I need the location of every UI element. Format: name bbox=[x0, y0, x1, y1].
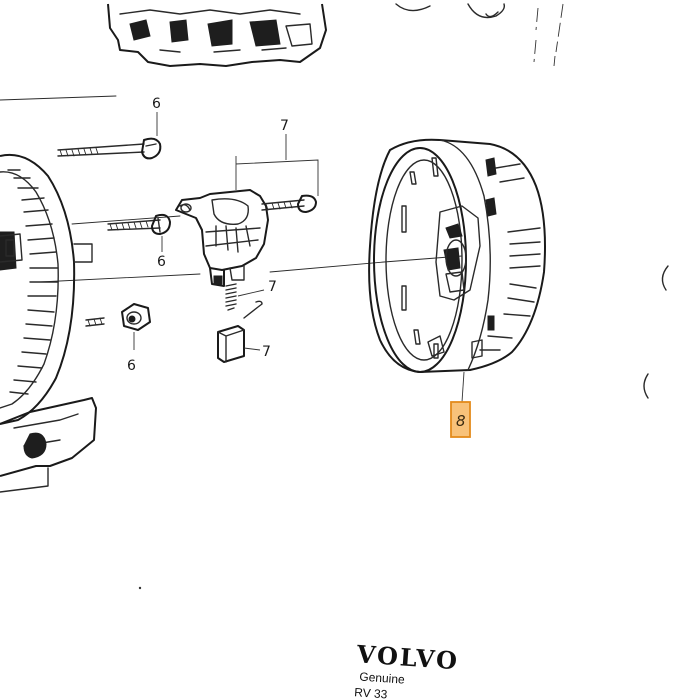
genuine-text: Genuine bbox=[359, 670, 406, 687]
top-rectifier-fragment bbox=[107, 3, 506, 67]
volvo-label: VOLVO Genuine RV 33 bbox=[354, 639, 460, 700]
brush-spring bbox=[225, 283, 237, 311]
callout-nut: 6 bbox=[127, 358, 136, 374]
bolt-lower bbox=[85, 317, 105, 327]
nut bbox=[121, 303, 151, 331]
callout-cover-highlight: 8 bbox=[456, 412, 466, 430]
edge-arc-lower bbox=[643, 373, 649, 399]
print-dot bbox=[138, 586, 142, 590]
bracket-regulator bbox=[235, 134, 319, 196]
regulator-screw bbox=[261, 194, 317, 213]
brand-logo-text: VOLVO bbox=[355, 639, 460, 675]
leader-cover bbox=[461, 371, 465, 403]
part-code-text: RV 33 bbox=[354, 685, 388, 700]
leader-spring bbox=[237, 289, 265, 297]
alternator-body-left bbox=[0, 154, 97, 493]
callout-bolt-top: 6 bbox=[152, 96, 161, 112]
callout-spring: 7 bbox=[268, 279, 277, 295]
axis-line-top bbox=[0, 95, 117, 101]
edge-arc-upper bbox=[661, 265, 669, 291]
bolt-mid bbox=[107, 213, 171, 235]
callout-brush: 7 bbox=[262, 344, 271, 360]
bolt-top bbox=[57, 137, 162, 160]
callout-cover-highlight-box bbox=[450, 401, 471, 438]
callout-regulator: 7 bbox=[280, 118, 289, 134]
leader-brush bbox=[243, 347, 261, 351]
rear-cover bbox=[368, 138, 546, 373]
voltage-regulator bbox=[175, 189, 269, 287]
axis-line-lower bbox=[71, 215, 181, 225]
frame-border-dashed bbox=[533, 3, 564, 67]
callout-bolt-mid: 6 bbox=[157, 254, 166, 270]
carbon-brush bbox=[217, 300, 263, 363]
